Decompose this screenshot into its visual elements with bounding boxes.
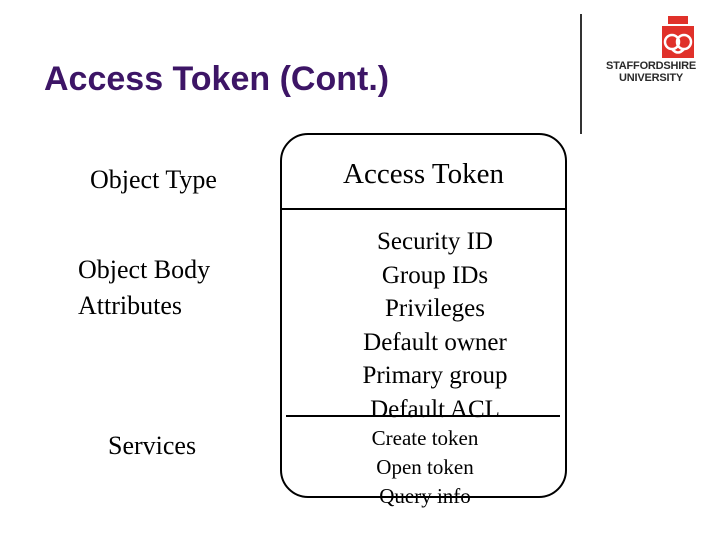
object-body-label: Object Body Attributes — [78, 252, 258, 324]
token-attribute: Group IDs — [381, 261, 489, 289]
services-label: Services — [108, 431, 197, 460]
logo-line-2: UNIVERSITY — [618, 72, 683, 84]
access-token-box — [280, 133, 567, 498]
staffordshire-knot-icon — [662, 16, 694, 58]
token-attribute: Default owner — [363, 328, 507, 356]
token-attribute: Default ACL — [370, 395, 500, 423]
object-type-label: Object Type — [90, 165, 217, 194]
token-attribute: Primary group — [362, 362, 508, 389]
token-attribute: Privileges — [385, 295, 485, 322]
token-service: Create token — [371, 426, 479, 450]
token-attributes-list: Security ID Group IDs Privileges Default… — [300, 225, 570, 426]
token-service: Open token — [376, 455, 474, 479]
object-body-line-1: Object Body — [78, 255, 211, 284]
logo-line-1: STAFFORDSHIRE — [605, 60, 697, 72]
access-token-title: Access Token — [343, 158, 504, 190]
token-services-list: Create token Open token Query info — [340, 424, 510, 511]
token-header-divider — [282, 208, 567, 210]
token-attribute: Security ID — [377, 228, 493, 255]
token-service: Query info — [379, 484, 471, 508]
logo-divider — [580, 14, 582, 134]
token-services-divider — [286, 415, 560, 417]
slide-title: Access Token (Cont.) — [44, 60, 390, 98]
object-body-line-2: Attributes — [78, 291, 182, 320]
university-logo-text: STAFFORDSHIRE UNIVERSITY — [590, 60, 712, 84]
